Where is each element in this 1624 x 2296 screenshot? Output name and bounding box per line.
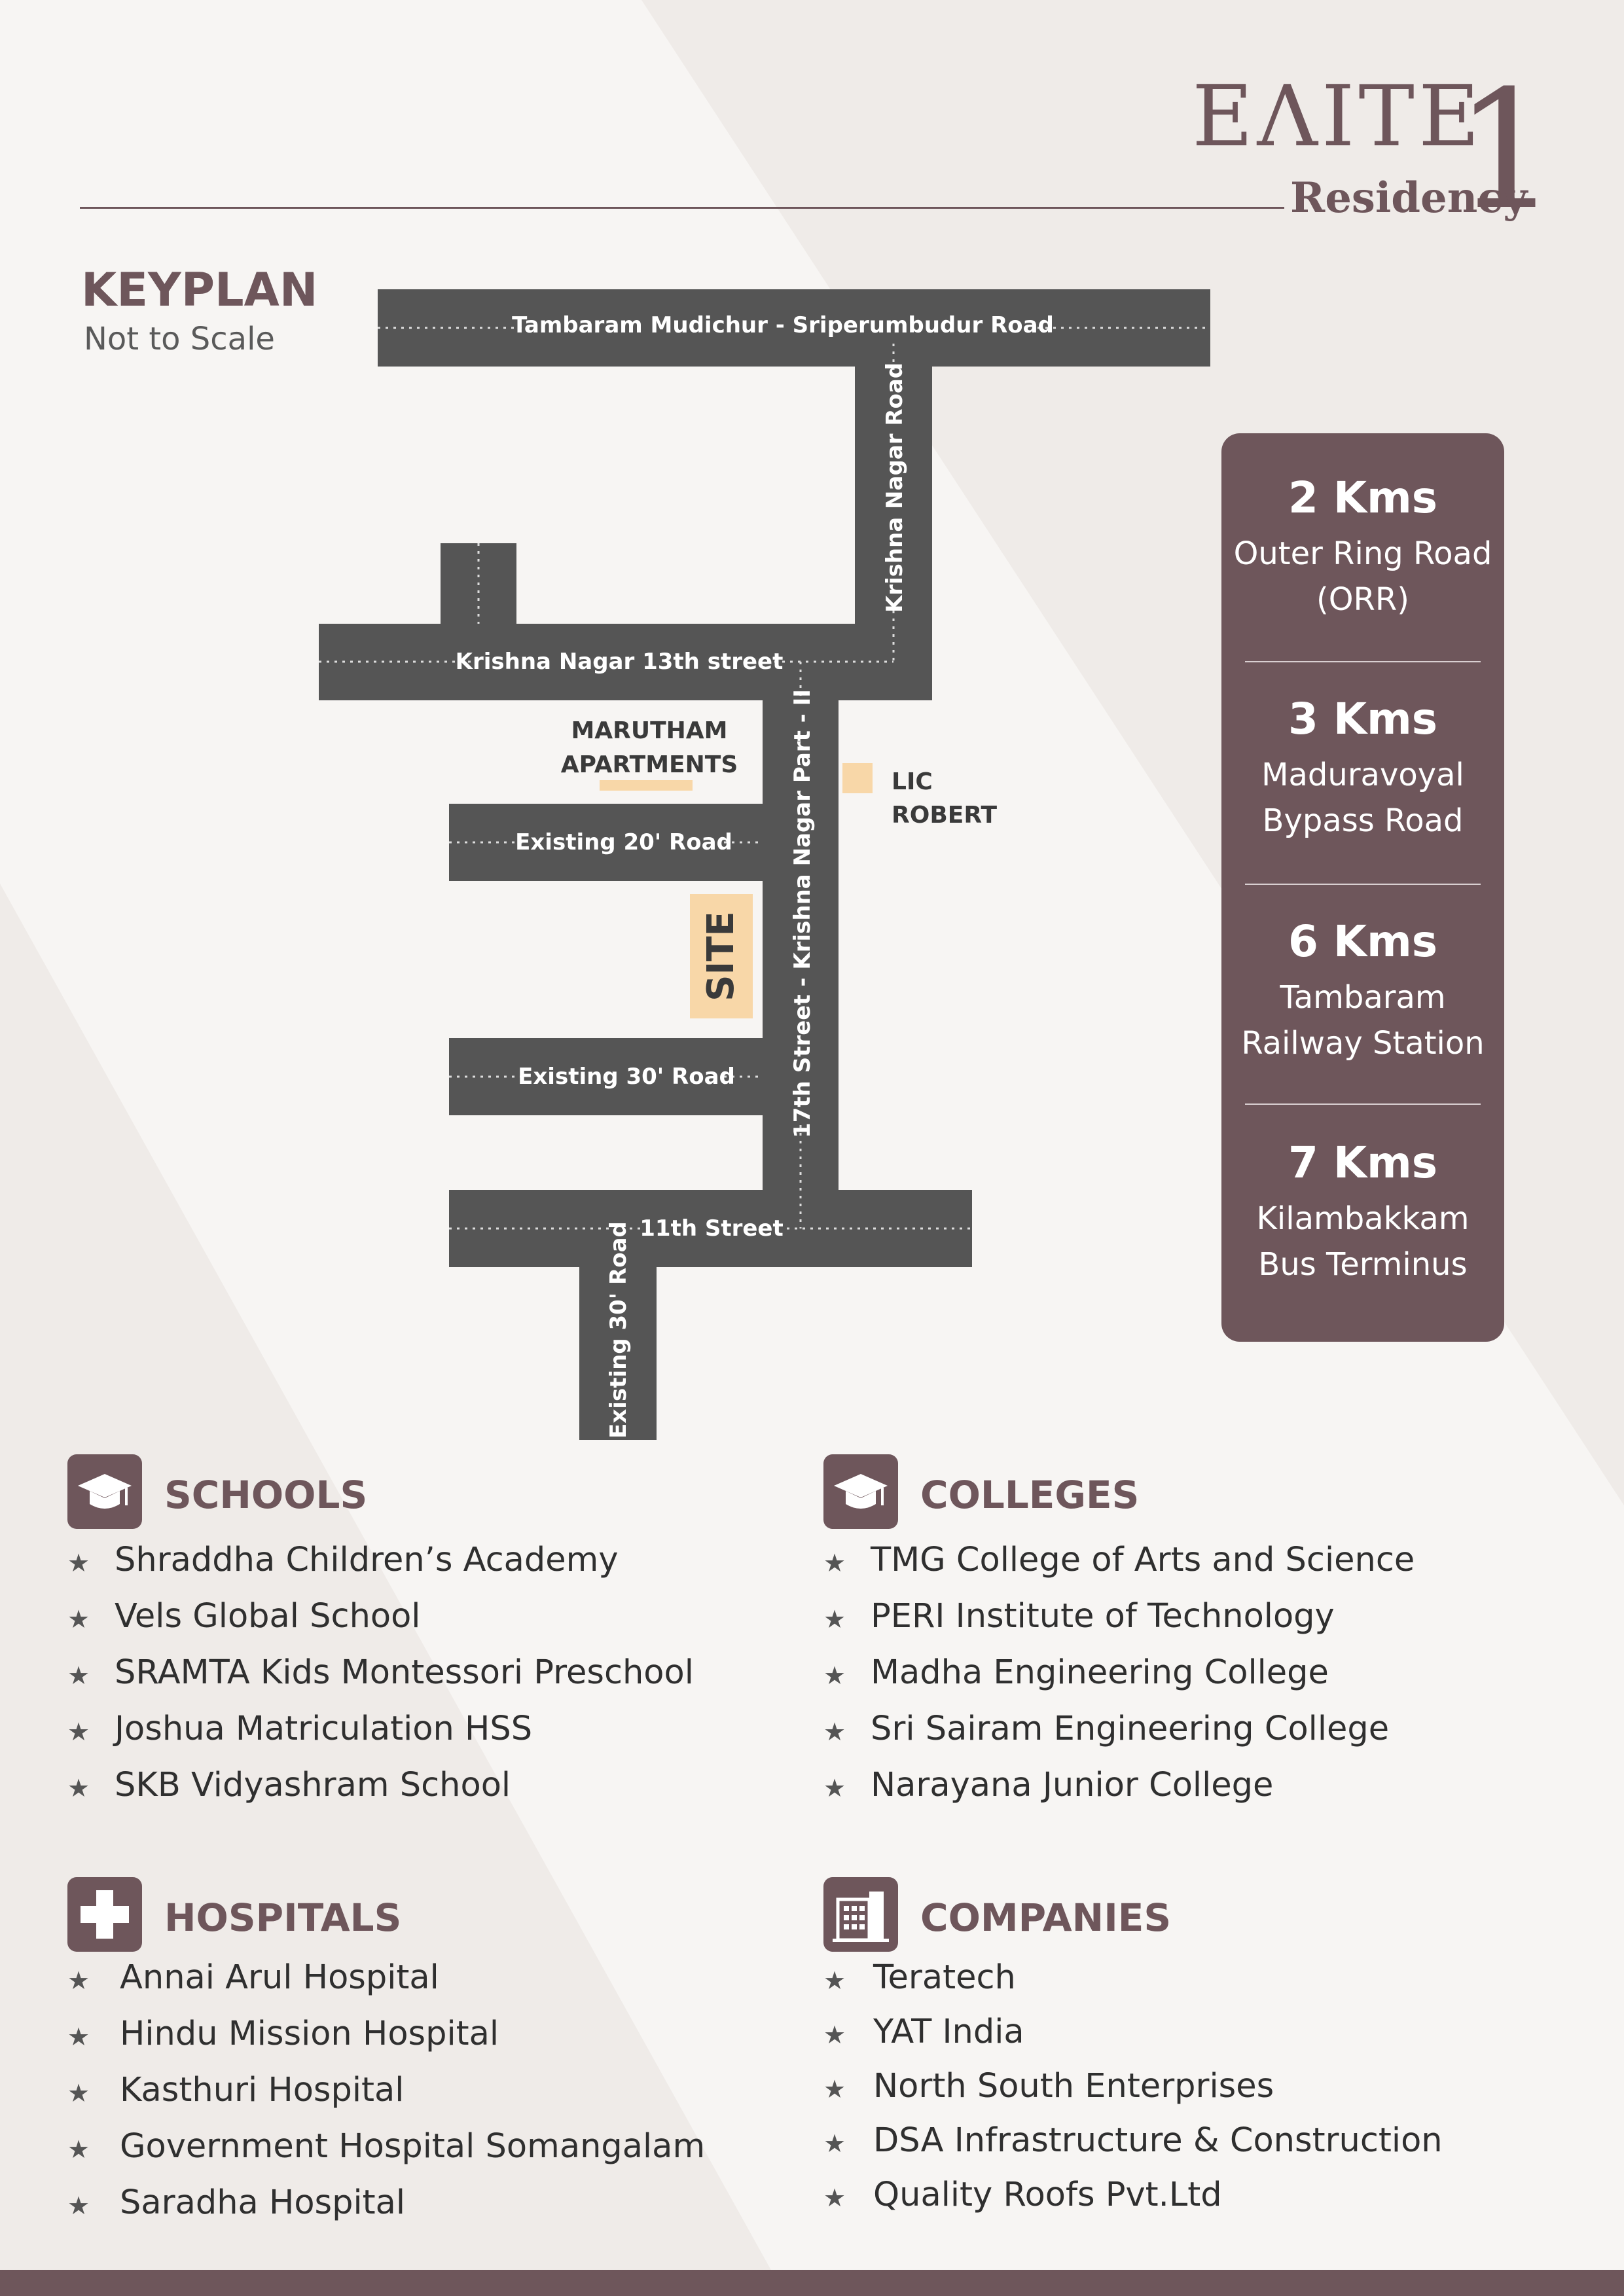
list-item-text: Sri Sairam Engineering College <box>871 1710 1390 1748</box>
distance-place-line2: Bus Terminus <box>1258 1246 1468 1283</box>
office-building-icon <box>823 1877 898 1952</box>
key-plan-map: Tambaram Mudichur - Sriperumbudur Road K… <box>319 289 1210 1440</box>
road-label-11th-street: 11th Street <box>640 1215 784 1242</box>
list-item-text: DSA Infrastructure & Construction <box>873 2121 1443 2160</box>
distance-place-line2: Railway Station <box>1241 1025 1485 1062</box>
star-icon: ★ <box>823 2129 846 2158</box>
star-icon: ★ <box>67 1774 90 1803</box>
marutham-label-line2: APARTMENTS <box>561 751 738 778</box>
list-item-text: TMG College of Arts and Science <box>871 1541 1415 1579</box>
brand-number: 1 <box>1454 55 1559 245</box>
star-icon: ★ <box>67 1661 90 1690</box>
list-item-text: North South Enterprises <box>873 2067 1274 2106</box>
road-label-17th-street: 17th Street - Krishna Nagar Part - II <box>789 689 816 1138</box>
road-label-top: Tambaram Mudichur - Sriperumbudur Road <box>512 312 1054 338</box>
list-item-text: Kasthuri Hospital <box>120 2071 405 2109</box>
road-label-13th-street: Krishna Nagar 13th street <box>456 649 784 675</box>
lic-label-line1: LIC <box>892 768 933 795</box>
distance-place-line1: Tambaram <box>1280 979 1446 1016</box>
list-item-text: Shraddha Children’s Academy <box>115 1541 619 1579</box>
star-icon: ★ <box>823 2075 846 2104</box>
distance-separator <box>1245 884 1481 885</box>
colleges-title: COLLEGES <box>920 1473 1140 1517</box>
distance-item: 6 Kms Tambaram Railway Station <box>1221 916 1504 1066</box>
star-icon: ★ <box>67 2022 90 2051</box>
distance-item: 2 Kms Outer Ring Road (ORR) <box>1221 473 1504 622</box>
star-icon: ★ <box>67 2191 90 2220</box>
star-icon: ★ <box>67 2079 90 2108</box>
brand-name: EΛITE <box>1192 68 1484 166</box>
distance-place: Tambaram Railway Station <box>1221 975 1504 1066</box>
list-item-text: Government Hospital Somangalam <box>120 2127 706 2166</box>
distance-place: Maduravoyal Bypass Road <box>1221 752 1504 844</box>
distance-place-line2: Bypass Road <box>1262 802 1464 839</box>
distance-km: 2 Kms <box>1288 473 1438 523</box>
list-item-text: Joshua Matriculation HSS <box>115 1710 533 1748</box>
distance-separator <box>1245 1103 1481 1105</box>
list-item-text: YAT India <box>873 2013 1024 2051</box>
lic-label-line2: ROBERT <box>892 802 997 829</box>
list-item-text: Quality Roofs Pvt.Ltd <box>873 2176 1222 2214</box>
marutham-label-line1: MARUTHAM <box>571 717 727 744</box>
marutham-apartments-marker <box>600 780 693 791</box>
star-icon: ★ <box>823 2183 846 2212</box>
list-item-text: Madha Engineering College <box>871 1653 1329 1692</box>
distance-km: 6 Kms <box>1288 916 1438 967</box>
star-icon: ★ <box>823 2020 846 2049</box>
star-icon: ★ <box>67 1605 90 1634</box>
distance-km: 7 Kms <box>1288 1138 1438 1188</box>
lic-robert-marker <box>842 763 873 793</box>
site-label: SITE <box>700 911 742 1001</box>
companies-title: COMPANIES <box>920 1895 1172 1940</box>
distance-place-line1: Maduravoyal <box>1261 757 1464 793</box>
site-marker <box>690 894 753 1018</box>
road-label-30ft: Existing 30' Road <box>518 1064 735 1090</box>
distance-panel: 2 Kms Outer Ring Road (ORR) 3 Kms Madura… <box>1221 433 1504 1342</box>
brand-tagline: Residency <box>1290 173 1528 223</box>
star-icon: ★ <box>67 1966 90 1995</box>
footer-bar <box>0 2270 1624 2296</box>
brand-logo: EΛITE 1 Residency <box>1192 68 1559 232</box>
star-icon: ★ <box>67 1549 90 1577</box>
distance-item: 3 Kms Maduravoyal Bypass Road <box>1221 694 1504 844</box>
road-label-krishna-nagar: Krishna Nagar Road <box>882 363 908 613</box>
list-item-text: Saradha Hospital <box>120 2183 406 2222</box>
distance-place-line2: (ORR) <box>1316 581 1409 618</box>
list-item-text: Vels Global School <box>115 1597 421 1636</box>
list-item-text: SKB Vidyashram School <box>115 1766 511 1804</box>
star-icon: ★ <box>823 1661 846 1690</box>
star-icon: ★ <box>823 1774 846 1803</box>
list-item-text: Teratech <box>873 1958 1016 1997</box>
distance-place-line1: Outer Ring Road <box>1233 535 1492 572</box>
list-item-text: SRAMTA Kids Montessori Preschool <box>115 1653 694 1692</box>
graduation-cap-icon <box>823 1454 898 1529</box>
schools-title: SCHOOLS <box>164 1473 368 1517</box>
list-item-text: Annai Arul Hospital <box>120 1958 439 1997</box>
medical-cross-icon <box>67 1877 142 1952</box>
distance-place: Kilambakkam Bus Terminus <box>1221 1196 1504 1287</box>
star-icon: ★ <box>823 1605 846 1634</box>
distance-item: 7 Kms Kilambakkam Bus Terminus <box>1221 1138 1504 1287</box>
list-item-text: PERI Institute of Technology <box>871 1597 1335 1636</box>
star-icon: ★ <box>823 1549 846 1577</box>
hospitals-title: HOSPITALS <box>164 1895 402 1940</box>
road-label-20ft: Existing 20' Road <box>515 829 732 855</box>
distance-place: Outer Ring Road (ORR) <box>1221 531 1504 622</box>
road-label-30ft-vertical: Existing 30' Road <box>605 1221 632 1439</box>
distance-place-line1: Kilambakkam <box>1256 1200 1470 1237</box>
keyplan-subtitle: Not to Scale <box>84 321 275 357</box>
distance-km: 3 Kms <box>1288 694 1438 744</box>
star-icon: ★ <box>67 1717 90 1746</box>
star-icon: ★ <box>67 2135 90 2164</box>
list-item-text: Narayana Junior College <box>871 1766 1274 1804</box>
keyplan-title: KEYPLAN <box>81 263 318 317</box>
graduation-cap-icon <box>67 1454 142 1529</box>
distance-separator <box>1245 661 1481 662</box>
header-divider <box>80 207 1284 209</box>
list-item-text: Hindu Mission Hospital <box>120 2015 499 2053</box>
star-icon: ★ <box>823 1966 846 1995</box>
star-icon: ★ <box>823 1717 846 1746</box>
